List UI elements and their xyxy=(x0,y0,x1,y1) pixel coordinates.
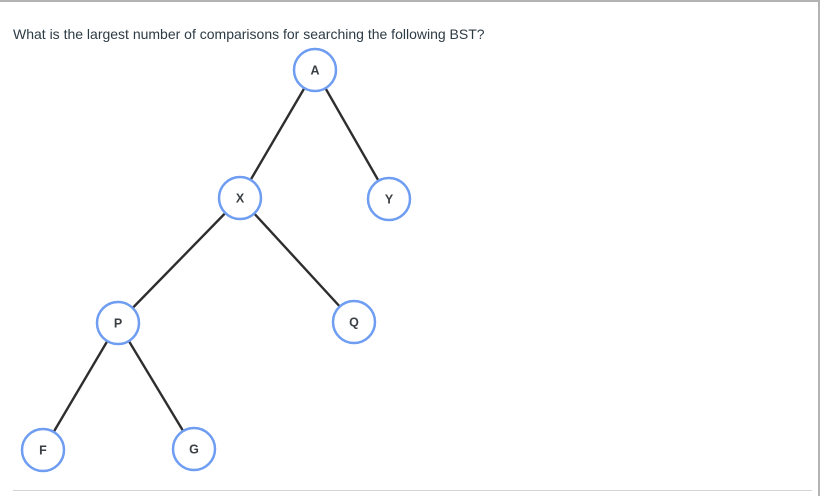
tree-node-label-P: P xyxy=(114,317,122,331)
tree-node-label-Q: Q xyxy=(349,316,359,330)
question-text: What is the largest number of comparison… xyxy=(13,26,485,42)
tree-node-G: G xyxy=(171,426,217,472)
tree-node-label-F: F xyxy=(39,444,47,458)
tree-edge-X-P xyxy=(116,196,242,325)
tree-node-label-Y: Y xyxy=(385,193,394,207)
tree-node-P: P xyxy=(95,300,141,346)
tree-edge-P-F xyxy=(41,321,120,452)
bottom-divider xyxy=(13,490,812,491)
tree-node-F: F xyxy=(20,427,66,473)
tree-node-A: A xyxy=(292,47,338,93)
tree-node-circle-F xyxy=(20,427,66,473)
tree-edge-A-X xyxy=(238,68,317,200)
tree-node-circle-Y xyxy=(366,176,412,222)
tree-node-circle-G xyxy=(171,426,217,472)
tree-node-label-X: X xyxy=(236,192,245,206)
tree-node-circle-A xyxy=(292,47,338,93)
tree-node-circle-X xyxy=(217,175,263,221)
tree-node-circle-P xyxy=(95,300,141,346)
tree-edge-A-Y xyxy=(313,68,391,201)
tree-node-circle-Q xyxy=(331,299,377,345)
tree-node-label-A: A xyxy=(310,64,319,78)
tree-node-Q: Q xyxy=(331,299,377,345)
tree-node-X: X xyxy=(217,175,263,221)
tree-node-Y: Y xyxy=(366,176,412,222)
tree-edge-X-Q xyxy=(238,196,356,324)
tree-edge-P-G xyxy=(116,321,196,451)
tree-node-label-G: G xyxy=(189,443,199,457)
